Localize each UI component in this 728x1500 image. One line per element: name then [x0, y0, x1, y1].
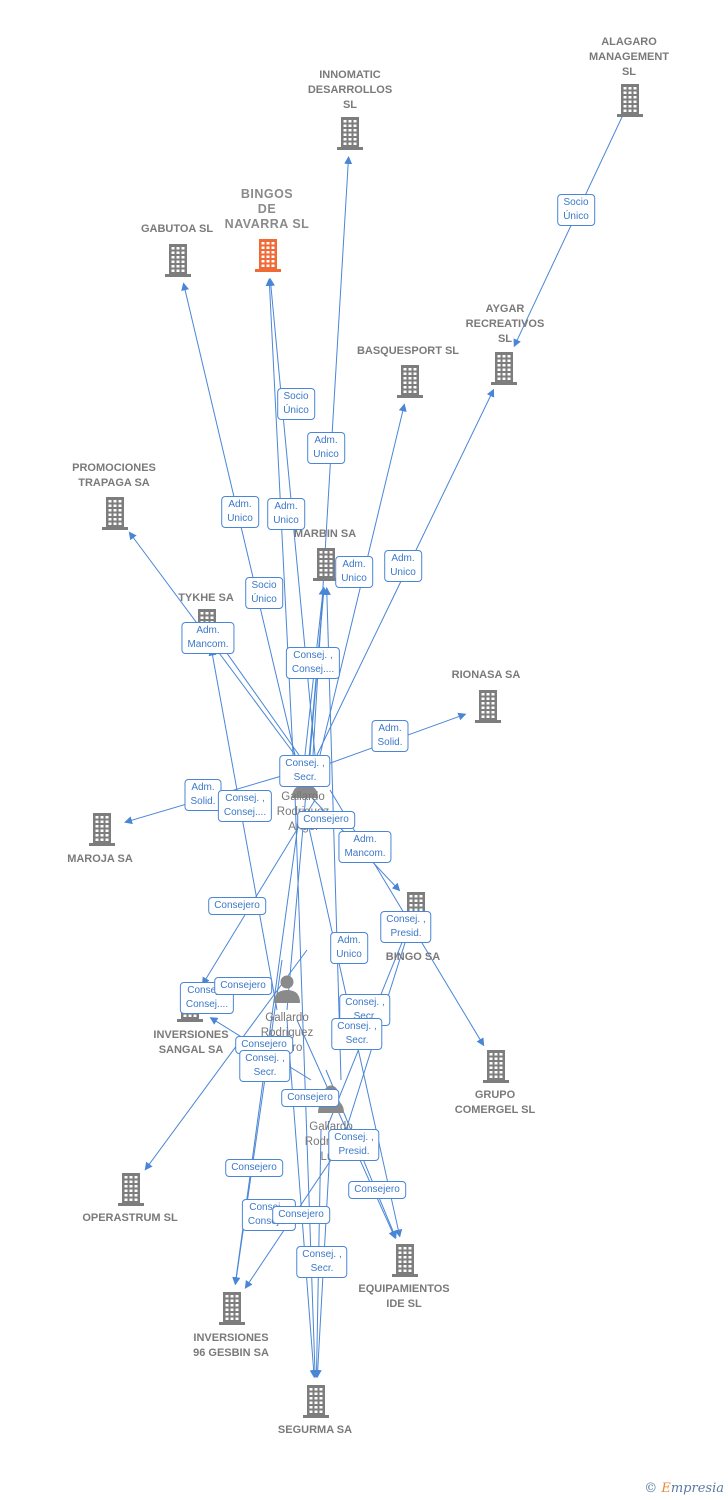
company-label-alagaro[interactable]: ALAGARO MANAGEMENT SL — [588, 36, 670, 78]
company-label-inversiones-sangal[interactable]: INVERSIONES SANGAL SA — [153, 1029, 229, 1056]
relation-label-p-angel-comergel[interactable]: Adm. Mancom. — [338, 831, 392, 863]
company-label-promociones[interactable]: PROMOCIONES TRAPAGA SA — [72, 462, 156, 489]
company-label-rionasa[interactable]: RIONASA SA — [451, 669, 521, 681]
relation-label-p-luis-equipamientos[interactable]: Consejero — [225, 1159, 283, 1177]
building-icon-promociones[interactable] — [102, 497, 128, 530]
building-icon-comergel[interactable] — [483, 1050, 509, 1083]
relation-label-p-angel-promociones[interactable]: Adm. Mancom. — [181, 622, 235, 654]
relation-label-p-angel-rionasa[interactable]: Adm. Solid. — [371, 720, 409, 752]
relation-label-p-luis-bingo[interactable]: Consejero — [272, 1206, 330, 1224]
company-label-comergel[interactable]: GRUPO COMERGEL SL — [454, 1089, 536, 1116]
company-label-tykhe[interactable]: TYKHE SA — [178, 592, 234, 604]
building-icon-marbin[interactable] — [313, 548, 339, 581]
building-icon-alagaro[interactable] — [617, 84, 643, 117]
relation-label-p-mid-marbin[interactable]: Consej. , Secr. — [279, 755, 331, 787]
company-label-maroja[interactable]: MAROJA SA — [67, 853, 133, 865]
relation-label-p-angel-marbin[interactable]: Adm. Unico — [335, 556, 373, 588]
building-icon-gesbin[interactable] — [219, 1292, 245, 1325]
edge-p-mid-to-tykhe — [208, 647, 278, 1011]
edge-p-angel-to-segurma — [294, 794, 319, 1379]
relation-label-p-angel-equipamientos[interactable]: Consejero — [297, 811, 355, 829]
relation-label-p-luis-bingo[interactable]: Consej. , Presid. — [328, 1129, 380, 1161]
company-label-equipamientos[interactable]: EQUIPAMIENTOS IDE SL — [358, 1283, 450, 1310]
building-icon-equipamientos[interactable] — [392, 1244, 418, 1277]
relation-label-p-angel-tykhe[interactable]: Socio Único — [245, 577, 283, 609]
relation-label-p-angel-bingos[interactable]: Adm. Unico — [307, 432, 345, 464]
relation-label-p-angel-inversiones-sangal[interactable]: Consej. , Presid. — [380, 911, 432, 943]
relation-label-p-luis-inversiones-sangal[interactable]: Consej. , Secr. — [239, 1050, 291, 1082]
relation-label-p-luis-gesbin[interactable]: Consejero — [348, 1181, 406, 1199]
company-label-marbin[interactable]: MARBIN SA — [293, 528, 357, 540]
building-icon-aygar[interactable] — [491, 352, 517, 385]
company-label-operastrum[interactable]: OPERASTRUM SL — [82, 1212, 178, 1224]
building-icon-basquesport[interactable] — [397, 365, 423, 398]
company-label-aygar[interactable]: AYGAR RECREATIVOS SL — [465, 303, 545, 345]
company-label-bingos[interactable]: BINGOS DE NAVARRA SL — [224, 187, 310, 231]
relation-label-p-luis-marbin[interactable]: Consej. , Secr. — [331, 1018, 383, 1050]
relation-label-p-angel-segurma[interactable]: Consejero — [208, 897, 266, 915]
relation-label-p-angel-innomatic[interactable]: Adm. Unico — [267, 498, 305, 530]
edge-p-angel-to-tykhe — [220, 643, 300, 756]
company-label-bingo[interactable]: BINGO SA — [385, 951, 441, 963]
building-icon-gabutoa[interactable] — [165, 244, 191, 277]
relation-label-p-angel-gabutoa[interactable]: Adm. Unico — [221, 496, 259, 528]
copyright-symbol: © — [644, 1481, 658, 1496]
relation-label-p-angel-bingos[interactable]: Socio Único — [277, 388, 315, 420]
building-icon-rionasa[interactable] — [475, 690, 501, 723]
relation-label-p-angel-maroja[interactable]: Adm. Solid. — [184, 779, 222, 811]
relation-label-p-mid-operastrum[interactable]: Adm. Unico — [330, 932, 368, 964]
company-label-segurma[interactable]: SEGURMA SA — [277, 1424, 353, 1436]
relation-label-p-luis-segurma[interactable]: Consejero — [281, 1089, 339, 1107]
brand-logo: Empresia — [661, 1481, 724, 1496]
company-label-innomatic[interactable]: INNOMATIC DESARROLLOS SL — [307, 69, 393, 111]
building-icon-operastrum[interactable] — [118, 1173, 144, 1206]
relation-label-p-mid-equipamientos[interactable]: Consej. , Secr. — [296, 1246, 348, 1278]
building-icon-segurma[interactable] — [303, 1385, 329, 1418]
edge-p-mid-to-operastrum — [144, 949, 308, 1171]
relation-label-p-angel-marbin[interactable]: Consej. , Consej.... — [285, 647, 341, 679]
relation-label-p-angel-bingo[interactable]: Consej. , Consej.... — [217, 790, 273, 822]
company-label-basquesport[interactable]: BASQUESPORT SL — [356, 345, 460, 357]
edge-p-mid-to-segurma — [286, 1019, 318, 1379]
relation-label-p-mid-gesbin[interactable]: Consejero — [214, 977, 272, 995]
building-icon-bingos[interactable] — [255, 239, 281, 272]
person-icon-p-mid[interactable] — [274, 975, 300, 1004]
building-icon-maroja[interactable] — [89, 813, 115, 846]
edge-p-mid-to-gesbin — [232, 959, 283, 1286]
footer-brand: © Empresia — [644, 1481, 724, 1496]
relation-label-p-angel-aygar[interactable]: Adm. Unico — [384, 550, 422, 582]
relation-label-alagaro-aygar[interactable]: Socio Único — [557, 194, 595, 226]
building-icon-innomatic[interactable] — [337, 117, 363, 150]
company-label-gabutoa[interactable]: GABUTOA SL — [140, 223, 214, 235]
company-label-gesbin[interactable]: INVERSIONES 96 GESBIN SA — [193, 1332, 269, 1359]
